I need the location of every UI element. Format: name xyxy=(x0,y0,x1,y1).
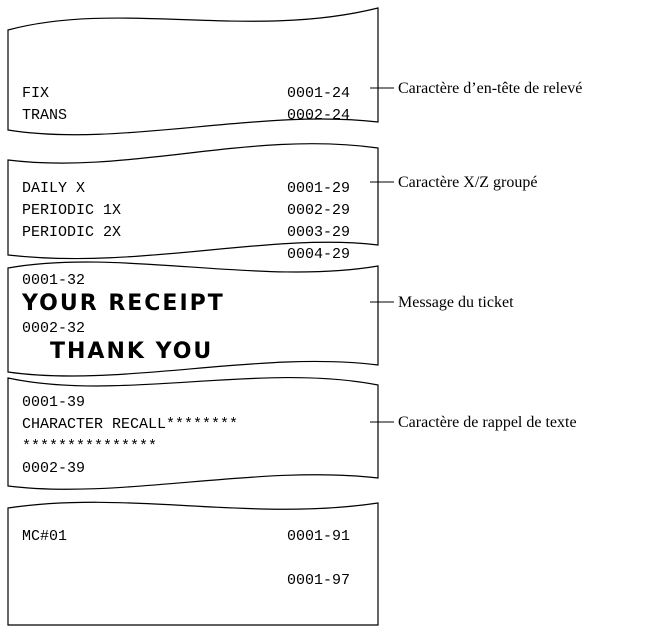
line-code: 0004-29 xyxy=(287,246,350,263)
line-label: PERIODIC 2X xyxy=(22,224,121,241)
line-code: 0001-32 xyxy=(22,272,85,289)
line-label: TRANS xyxy=(22,107,67,124)
paper-edge xyxy=(7,7,379,136)
receipt-section-message: 0001-32 YOUR RECEIPT 0002-32 THANK YOU xyxy=(7,261,379,377)
line-label: MC#01 xyxy=(22,528,67,545)
line-label: PERIODIC 1X xyxy=(22,202,121,219)
receipt-section-recall: 0001-39 CHARACTER RECALL******** *******… xyxy=(7,376,379,501)
receipt-section-xz: DAILY X 0001-29 PERIODIC 1X 0002-29 PERI… xyxy=(7,143,379,263)
line-code: 0002-24 xyxy=(287,107,350,124)
line-code: 0003-29 xyxy=(287,224,350,241)
line-code: 0002-32 xyxy=(22,320,85,337)
recall-text: ************* xyxy=(233,484,350,501)
line-code: 0002-29 xyxy=(287,202,350,219)
message-text: THANK YOU xyxy=(50,339,213,364)
callout-label: Caractère d’en-tête de relevé xyxy=(398,80,582,97)
paper-edge xyxy=(7,143,379,260)
line-code: 0002-39 xyxy=(22,460,85,477)
paper-edge xyxy=(7,501,379,626)
message-text: YOUR RECEIPT xyxy=(21,291,225,316)
line-code: 0003-24 xyxy=(287,128,350,145)
line-code: 0001-39 xyxy=(22,394,85,411)
paper-edge xyxy=(7,261,379,377)
receipt-section-header: FIX 0001-24 TRANS 0002-24 0003-24 xyxy=(7,7,379,145)
line-label: DAILY X xyxy=(22,180,85,197)
line-code: 0001-29 xyxy=(287,180,350,197)
receipt-section-footer: MC#01 0001-91 0001-97 xyxy=(7,501,379,626)
line-code: 0001-91 xyxy=(287,528,350,545)
recall-text: CHARACTER RECALL******** xyxy=(22,416,238,433)
callout-label: Caractère X/Z groupé xyxy=(398,174,537,191)
line-code: 0001-97 xyxy=(287,572,350,589)
callout-label: Caractère de rappel de texte xyxy=(398,414,577,431)
line-label: FIX xyxy=(22,85,49,102)
line-code: 0001-24 xyxy=(287,85,350,102)
paper-edge xyxy=(7,376,379,490)
callout-label: Message du ticket xyxy=(398,294,514,311)
recall-text: *************** xyxy=(22,438,157,455)
